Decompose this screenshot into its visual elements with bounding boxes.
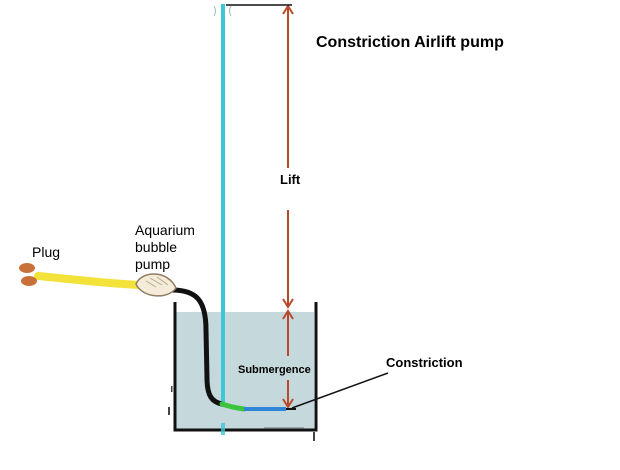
plug-label: Plug bbox=[32, 244, 61, 260]
lift-arrow bbox=[282, 4, 294, 309]
pump-label-line-2: bubble bbox=[135, 239, 178, 255]
tube-top-marks bbox=[213, 5, 232, 17]
pump-label-line-3: pump bbox=[135, 256, 171, 272]
stray-marks bbox=[168, 386, 315, 441]
lift-label: Lift bbox=[278, 172, 303, 188]
submergence-arrow bbox=[282, 309, 294, 409]
submergence-label: Submergence bbox=[238, 364, 311, 376]
air-hose bbox=[169, 287, 225, 407]
riser-tube-bottom bbox=[221, 423, 225, 435]
plug-icon bbox=[19, 263, 37, 286]
tank bbox=[173, 302, 318, 432]
constriction-pointer bbox=[291, 372, 389, 409]
power-cord bbox=[34, 272, 146, 289]
pump-label: Aquarium bubble pump bbox=[135, 222, 195, 273]
riser-tube bbox=[221, 4, 225, 407]
bubble-pump-icon bbox=[135, 273, 177, 297]
diagram-title: Constriction Airlift pump bbox=[316, 34, 504, 51]
pump-label-line-1: Aquarium bbox=[135, 222, 195, 238]
constriction-segment bbox=[219, 401, 247, 412]
constriction-label: Constriction bbox=[386, 355, 463, 370]
